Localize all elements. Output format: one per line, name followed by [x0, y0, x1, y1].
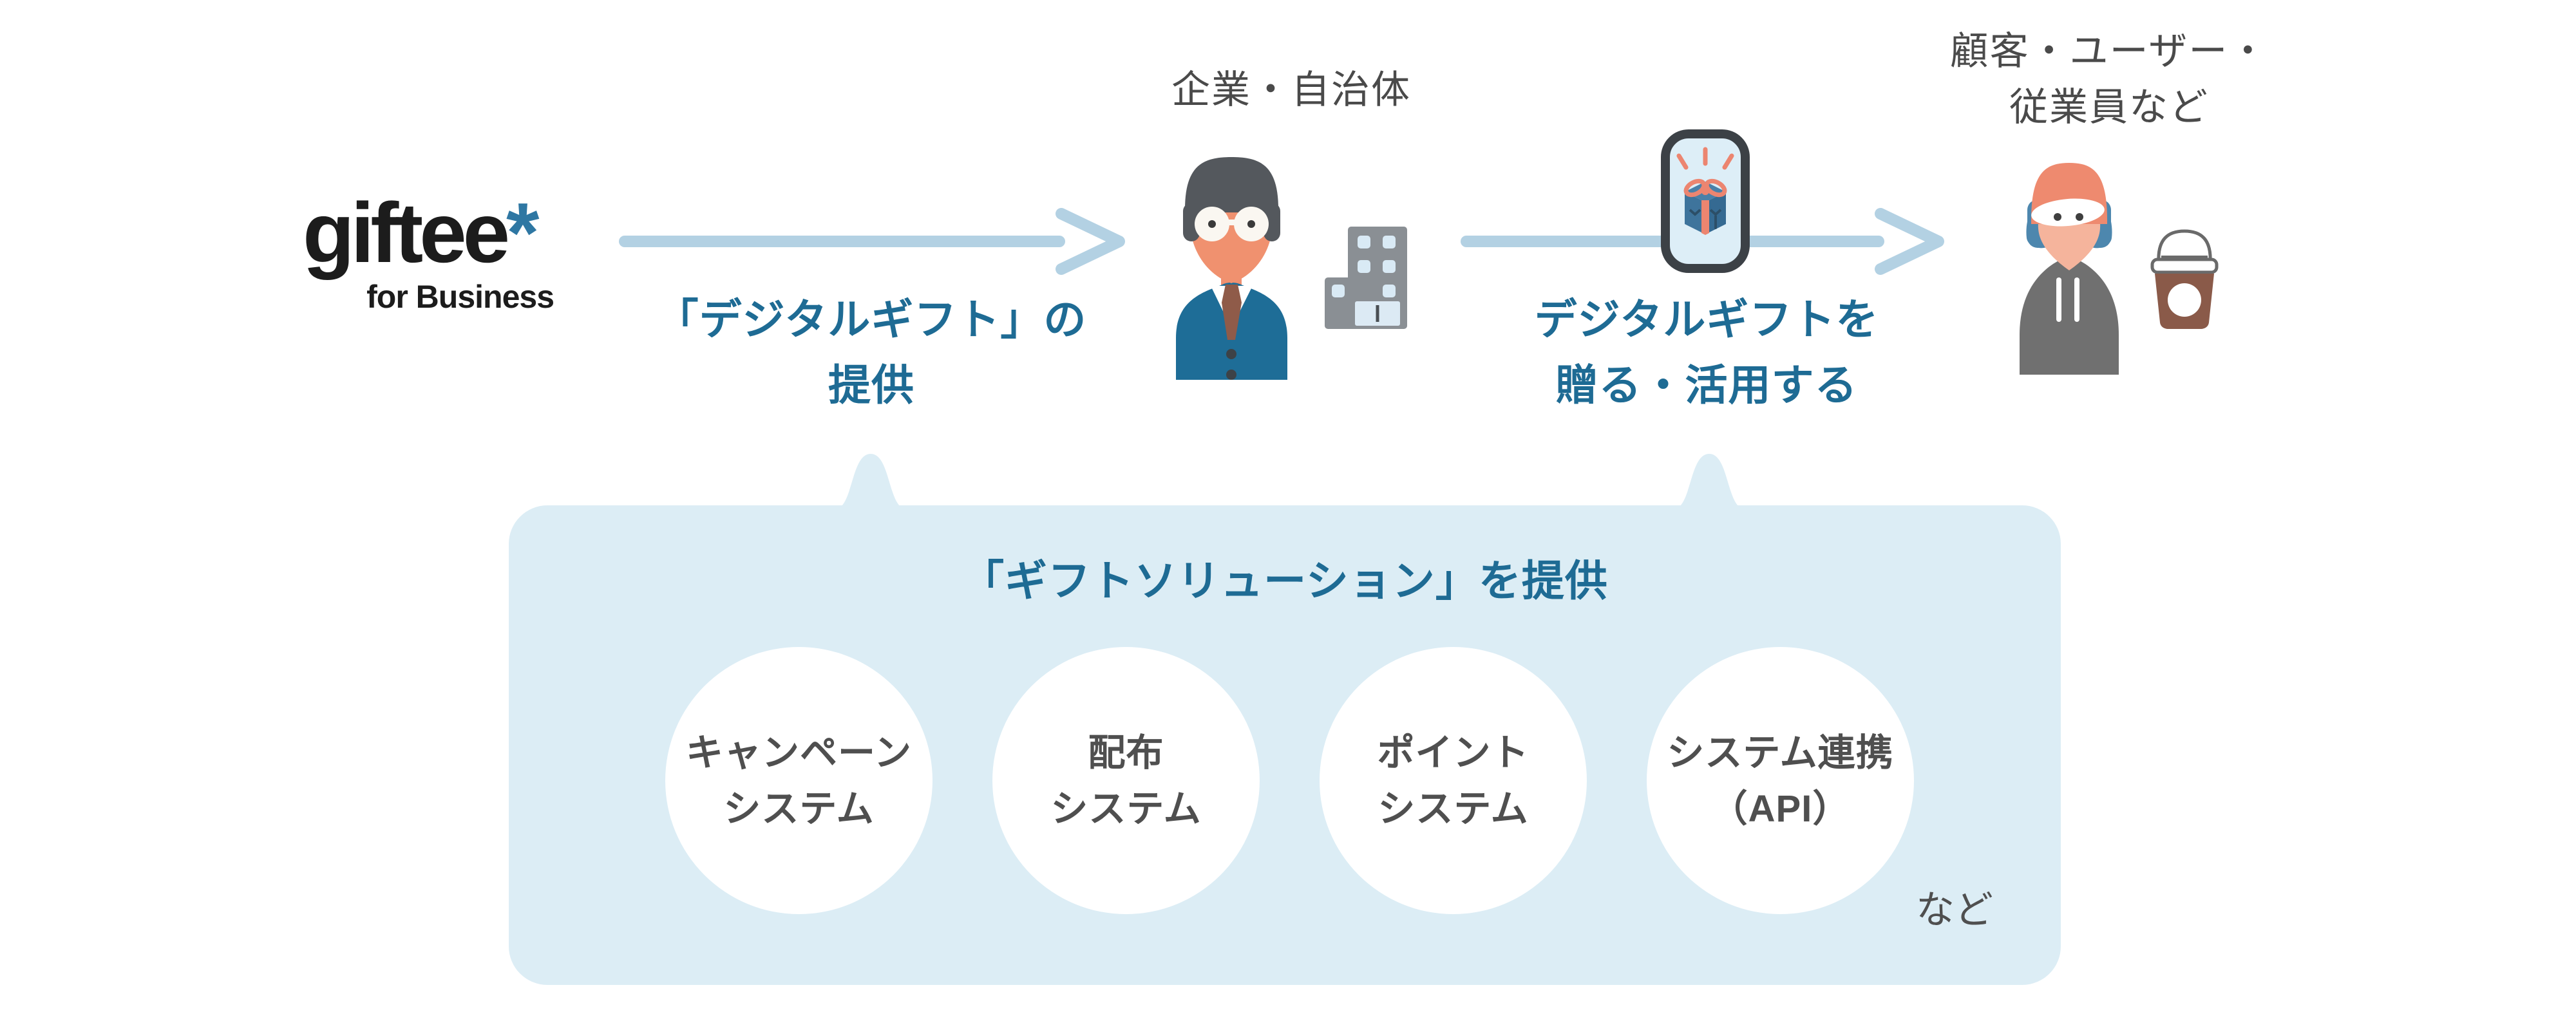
- office-building-icon: [1325, 227, 1407, 329]
- system-distribution-line2: システム: [1050, 787, 1202, 830]
- smartphone-gift-icon: [1661, 129, 1750, 273]
- logo-tagline: for Business: [366, 279, 554, 315]
- system-circle-distribution: 配布 システム: [992, 647, 1260, 914]
- provide-digital-gift-label: 「デジタルギフト」の 提供: [646, 286, 1097, 418]
- provide-label-line1: 「デジタルギフト」の: [656, 295, 1087, 343]
- system-distribution-line1: 配布: [1088, 731, 1164, 774]
- send-label-line1: デジタルギフトを: [1534, 295, 1879, 343]
- system-circle-campaign: キャンペーン システム: [665, 647, 933, 914]
- casual-person-icon: [2020, 163, 2119, 375]
- solution-panel-title: 「ギフトソリューション」を提供: [961, 557, 1608, 604]
- system-campaign-line2: システム: [723, 787, 875, 830]
- system-api-line1: システム連携: [1667, 731, 1894, 774]
- gift-solution-panel: 「ギフトソリューション」を提供 キャンペーン システム 配布 システム ポイント…: [509, 454, 2061, 985]
- panel-notch-left: [835, 454, 906, 509]
- panel-notch-right: [1674, 454, 1745, 509]
- logo-asterisk-mark: *: [506, 185, 540, 280]
- system-campaign-line1: キャンペーン: [685, 731, 913, 774]
- send-label-line2: 贈る・活用する: [1555, 361, 1858, 409]
- system-circle-point: ポイント システム: [1320, 647, 1587, 914]
- coffee-cup-icon: [2150, 229, 2219, 329]
- system-circle-api: システム連携 （API）: [1647, 647, 1914, 914]
- provide-label-line2: 提供: [828, 361, 914, 409]
- business-person-icon: [1176, 157, 1287, 380]
- system-point-line1: ポイント: [1377, 731, 1530, 774]
- logo-text: giftee: [303, 185, 510, 280]
- recipient-heading-line1: 顧客・ユーザー・: [1949, 30, 2269, 73]
- recipient-heading: 顧客・ユーザー・ 従業員など: [1919, 23, 2299, 135]
- logo-wordmark: giftee*: [303, 191, 589, 276]
- company-heading: 企業・自治体: [1171, 68, 1411, 111]
- system-point-line2: システム: [1378, 787, 1529, 830]
- send-digital-gift-label: デジタルギフトを 贈る・活用する: [1481, 286, 1932, 418]
- etc-label: など: [1916, 888, 1993, 932]
- system-api-line2: （API）: [1710, 787, 1851, 830]
- recipient-heading-line2: 従業員など: [2009, 86, 2209, 129]
- giftee-logo: giftee* for Business: [303, 191, 589, 315]
- arrow-right-icon-provide: [619, 208, 1125, 275]
